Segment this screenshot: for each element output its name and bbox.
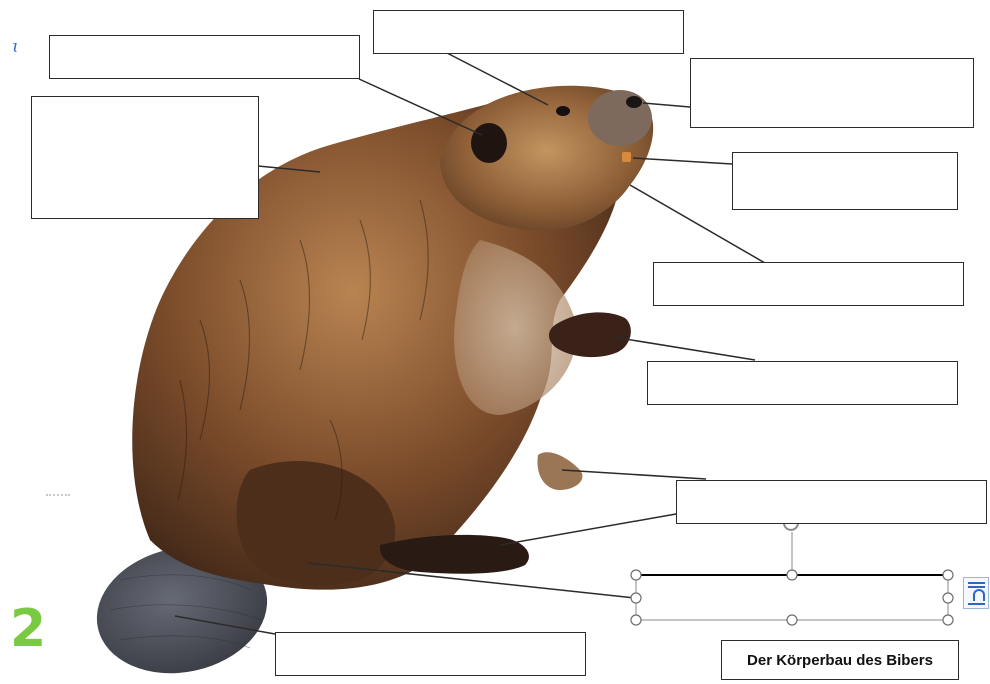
dotted-mark: [46, 494, 70, 496]
line-detached-foot: [562, 470, 706, 479]
beaver-teeth: [622, 152, 631, 162]
page-number: 2: [10, 603, 46, 655]
resize-handle-sw: [631, 615, 641, 625]
answer-box-nose[interactable]: [690, 58, 974, 128]
line-eye: [447, 53, 548, 105]
corner-mark: ɩ: [12, 36, 19, 57]
line-teeth: [633, 158, 732, 164]
line-hind-foot: [500, 514, 676, 545]
resize-handle-s: [787, 615, 797, 625]
resize-handle-ne: [943, 570, 953, 580]
answer-box-fur[interactable]: [31, 96, 259, 219]
resize-handle-se: [943, 615, 953, 625]
answer-box-front-paw[interactable]: [647, 361, 958, 405]
beaver-nose: [626, 96, 642, 108]
answer-box-teeth[interactable]: [732, 152, 958, 210]
answer-box-ear[interactable]: [49, 35, 360, 79]
resize-handle-e: [943, 593, 953, 603]
beaver-eye: [556, 106, 570, 116]
diagram-title: Der Körperbau des Bibers: [721, 640, 959, 680]
resize-handle-nw: [631, 570, 641, 580]
answer-box-eye[interactable]: [373, 10, 684, 54]
beaver-hind-foot-shape: [380, 535, 529, 574]
line-nose: [643, 103, 690, 107]
selection-frame[interactable]: [631, 512, 953, 625]
answer-box-mouth[interactable]: [653, 262, 964, 306]
answer-box-tail[interactable]: [275, 632, 586, 676]
beaver-snout: [588, 90, 652, 146]
answer-box-hind-foot[interactable]: [676, 480, 987, 524]
resize-handle-n: [787, 570, 797, 580]
layout-options-icon[interactable]: [963, 577, 989, 609]
resize-handle-w: [631, 593, 641, 603]
beaver-ear: [471, 123, 507, 163]
line-front-paw: [613, 337, 755, 360]
